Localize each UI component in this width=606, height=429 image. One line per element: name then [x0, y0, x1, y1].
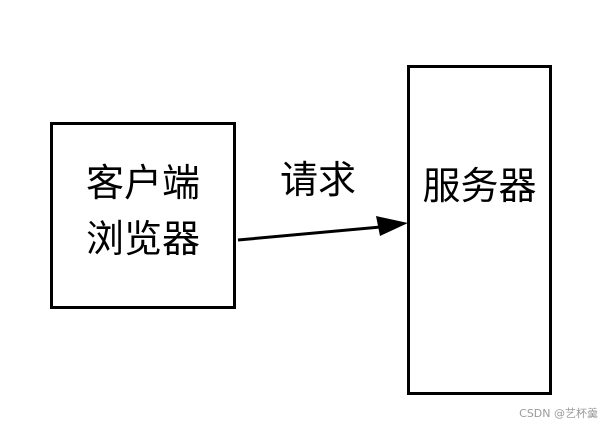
server-label: 服务器	[422, 164, 537, 208]
request-arrow-shaft	[237, 224, 393, 242]
client-browser-box	[50, 122, 236, 309]
watermark: CSDN @艺杯羹	[519, 407, 598, 420]
request-label: 请求	[279, 158, 356, 202]
client-label-line1: 客户端	[85, 161, 200, 205]
request-arrow-head	[376, 216, 408, 236]
server-box	[407, 65, 552, 395]
client-label-line2: 浏览器	[85, 217, 200, 261]
